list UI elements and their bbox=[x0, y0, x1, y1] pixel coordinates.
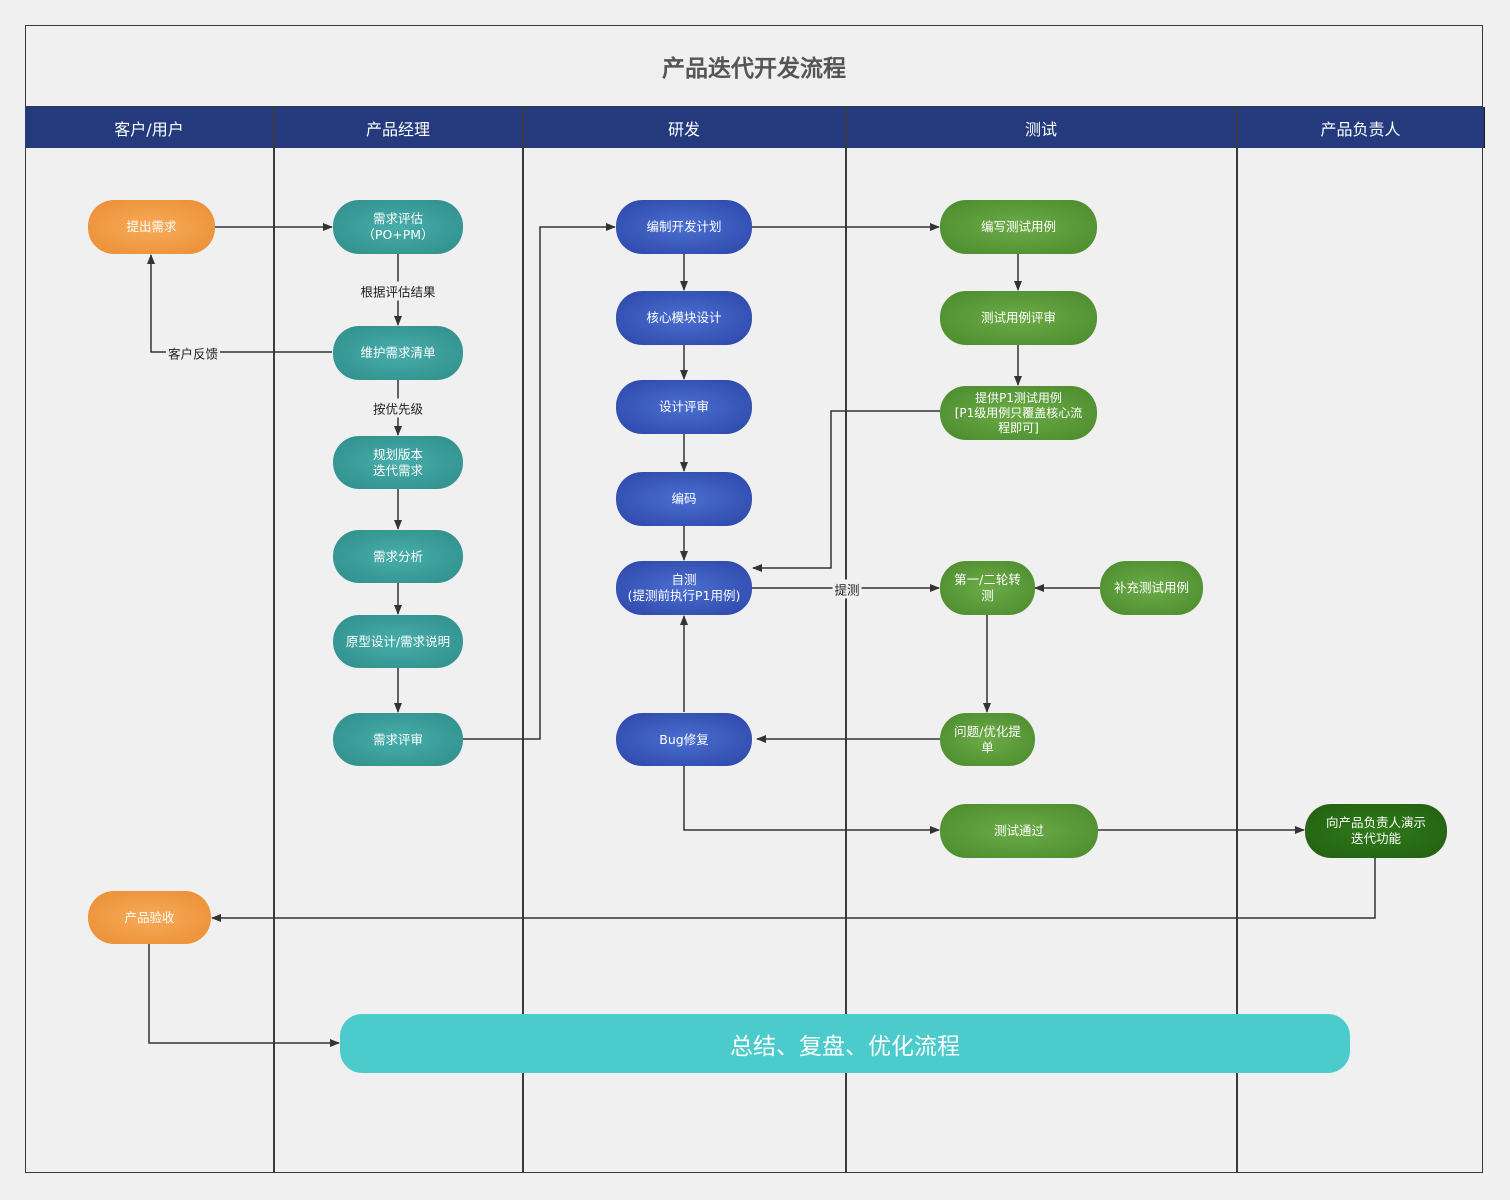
node-submit-requirement: 提出需求 bbox=[88, 200, 215, 254]
node-provide-p1-cases: 提供P1测试用例 [P1级用例只覆盖核心流 程即可] bbox=[940, 386, 1097, 440]
node-supplement-test-cases: 补充测试用例 bbox=[1100, 561, 1203, 615]
node-prototype-design: 原型设计/需求说明 bbox=[333, 615, 463, 668]
edge-label-by-priority: 按优先级 bbox=[370, 398, 426, 418]
node-issue-ticket: 问题/优化提 单 bbox=[940, 713, 1035, 766]
node-dev-plan: 编制开发计划 bbox=[616, 200, 752, 254]
node-requirement-evaluation: 需求评估 （PO+PM） bbox=[333, 200, 463, 254]
edge-p1-to-selftest bbox=[752, 410, 940, 572]
edge-bugfix-to-pass bbox=[683, 766, 940, 834]
node-requirement-review: 需求评审 bbox=[333, 713, 463, 766]
lane-header-dev: 研发 bbox=[523, 107, 846, 148]
node-bug-fix: Bug修复 bbox=[616, 713, 752, 766]
node-requirement-analysis: 需求分析 bbox=[333, 530, 463, 583]
lane-header-product-manager: 产品经理 bbox=[274, 107, 523, 148]
node-test-passed: 测试通过 bbox=[940, 804, 1098, 858]
node-round-test: 第一/二轮转 测 bbox=[940, 561, 1035, 615]
edge-acceptance-to-summary bbox=[148, 944, 340, 1047]
node-product-acceptance: 产品验收 bbox=[88, 891, 211, 944]
lane-divider bbox=[845, 107, 847, 1173]
node-write-test-cases: 编写测试用例 bbox=[940, 200, 1097, 254]
lane-divider bbox=[522, 107, 524, 1173]
lane-header-product-owner: 产品负责人 bbox=[1237, 107, 1485, 148]
node-design-review: 设计评审 bbox=[616, 380, 752, 434]
lane-header-customer: 客户/用户 bbox=[25, 107, 274, 148]
edge-demo-to-acceptance bbox=[211, 858, 1376, 922]
node-maintain-requirement-list: 维护需求清单 bbox=[333, 326, 463, 380]
diagram-title: 产品迭代开发流程 bbox=[662, 55, 846, 82]
lane-divider bbox=[273, 107, 275, 1173]
edge-label-submit-test: 提测 bbox=[832, 579, 862, 599]
node-coding: 编码 bbox=[616, 472, 752, 526]
edge-feedback bbox=[147, 254, 332, 353]
edge-review-to-devplan bbox=[463, 223, 616, 740]
node-summary-review: 总结、复盘、优化流程 bbox=[340, 1014, 1350, 1073]
node-test-case-review: 测试用例评审 bbox=[940, 291, 1097, 345]
edge-label-feedback: 客户反馈 bbox=[165, 343, 221, 363]
node-demo-to-owner: 向产品负责人演示 迭代功能 bbox=[1305, 804, 1447, 858]
lane-divider bbox=[1236, 107, 1238, 1173]
node-core-module-design: 核心模块设计 bbox=[616, 291, 752, 345]
lane-header-test: 测试 bbox=[846, 107, 1237, 148]
diagram-frame bbox=[25, 25, 1483, 1173]
title-band: 产品迭代开发流程 bbox=[25, 25, 1483, 107]
edge-label-by-eval: 根据评估结果 bbox=[358, 281, 438, 301]
node-self-test: 自测 (提测前执行P1用例) bbox=[616, 561, 752, 615]
node-plan-version: 规划版本 迭代需求 bbox=[333, 436, 463, 489]
